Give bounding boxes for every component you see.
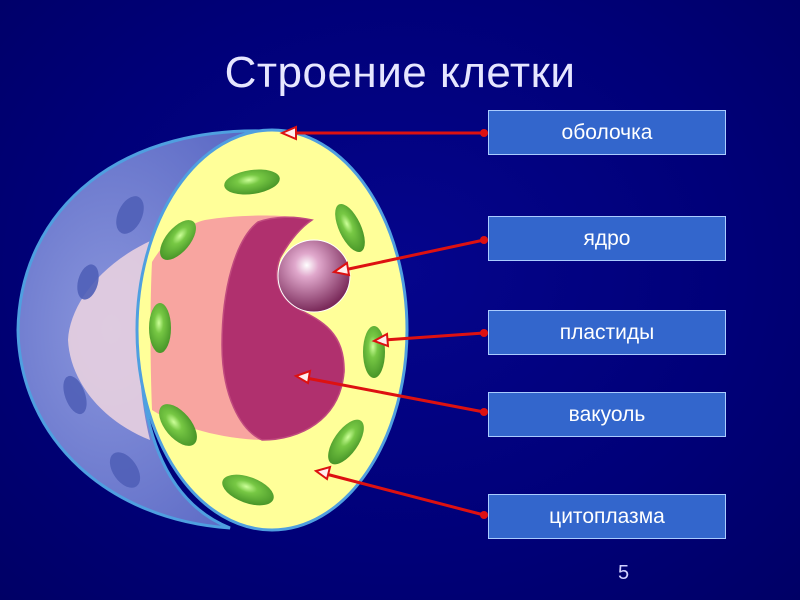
label-membrane: оболочка [488, 110, 726, 155]
vacuole [150, 215, 345, 441]
label-cytoplasm: цитоплазма [488, 494, 726, 539]
pointer-arrows [279, 125, 488, 519]
plastid [363, 326, 385, 378]
nucleus [277, 239, 351, 313]
plastid [335, 203, 365, 253]
page-number: 5 [618, 562, 630, 584]
back-plastids [63, 196, 144, 488]
slide-title: Строение клетки [224, 48, 576, 97]
plastid [222, 474, 274, 506]
plastid [159, 404, 197, 446]
plastid [328, 419, 364, 465]
plastid [160, 220, 196, 260]
arrow-plastids [371, 329, 488, 348]
arrow-nucleus [331, 236, 488, 277]
plastid [149, 303, 171, 353]
label-vacuole: вакуоль [488, 392, 726, 437]
label-nucleus: ядро [488, 216, 726, 261]
arrow-vacuole [293, 369, 488, 416]
arrow-membrane [279, 125, 488, 141]
plastids [149, 169, 385, 506]
arrow-cytoplasm [313, 465, 488, 519]
plastid [224, 169, 280, 195]
label-plastids: пластиды [488, 310, 726, 355]
